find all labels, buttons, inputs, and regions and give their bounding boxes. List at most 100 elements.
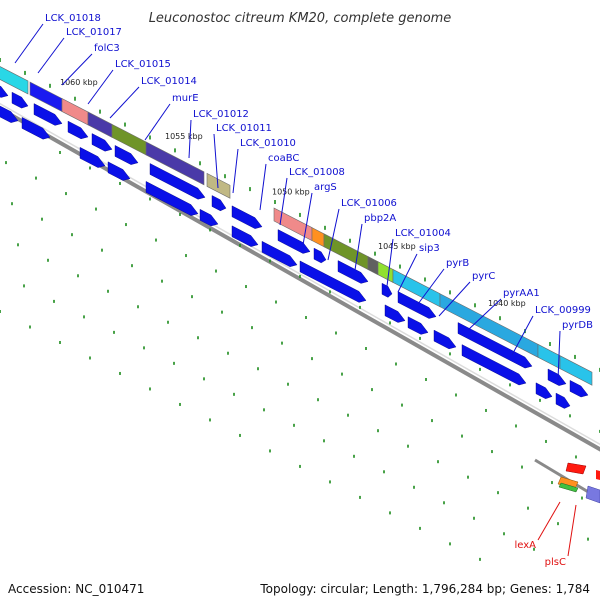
leader-line-7 [188, 119, 192, 159]
gene-label-pyrdb: pyrDB [562, 320, 593, 331]
leader-line-17 [417, 268, 445, 305]
gene-block-6 [145, 141, 205, 186]
gene-arrow-track1-8 [211, 195, 227, 212]
gene-arrow-track2-2 [21, 117, 51, 140]
position-label-2: 1055 kbp [165, 132, 203, 141]
gene-block-7 [206, 172, 231, 199]
leader-line-11 [279, 177, 288, 226]
gene-arrow-track1-11 [313, 247, 327, 264]
gene-label-lck_01010: LCK_01010 [240, 138, 296, 149]
gene-label-mure: murE [172, 93, 199, 104]
gene-arrow-track1-6 [114, 145, 139, 165]
leader-line-3 [61, 53, 93, 86]
gene-label-pyrb: pyrB [446, 258, 469, 269]
leader-line-21 [557, 330, 561, 381]
position-labels: 1060 kbp 1055 kbp 1050 kbp 1045 kbp 1040 kbp [60, 78, 526, 308]
leader-line-18 [438, 281, 471, 317]
position-label-1: 1060 kbp [60, 78, 98, 87]
gene-arrow-track1-2 [11, 91, 29, 109]
genome-summary-text: Topology: circular; Length: 1,796,284 bp… [260, 582, 590, 596]
gene-arrow-track2-8 [261, 240, 298, 267]
leader-line-15 [386, 238, 394, 287]
gene-arrow-track1-7 [149, 163, 206, 200]
leader-line-8 [213, 133, 219, 189]
gene-arrow-track2-6 [199, 208, 219, 227]
leader-line-20 [511, 315, 534, 356]
gene-arrow-track1-1 [0, 85, 9, 98]
gene-label-args: argS [314, 182, 337, 193]
gene-block-10 [323, 233, 369, 271]
leader-line-10 [259, 163, 267, 211]
gene-block-15 [537, 343, 561, 370]
gene-block-1 [0, 66, 29, 95]
gene-label-lexa: lexA [514, 540, 536, 551]
gene-block-16 [559, 355, 593, 386]
accession-text: Accession: NC_010471 [8, 582, 145, 596]
blue-gene-track-1 [0, 85, 589, 398]
gene-arrow-track2-13 [461, 344, 527, 386]
gene-block-3 [61, 98, 89, 126]
gene-arrow-track2-14 [535, 382, 553, 399]
gene-label-coabc: coaBC [268, 153, 299, 164]
gene-arrow-track1-14 [397, 291, 437, 319]
gene-arrow-track1-12 [337, 260, 369, 284]
gene-label-lck_01015: LCK_01015 [115, 59, 171, 70]
gene-arrow-track1-9 [231, 205, 263, 229]
leader-line-plsC [567, 504, 577, 557]
gene-label-lck_01011: LCK_01011 [216, 123, 272, 134]
gene-label-lck_00999: LCK_00999 [535, 305, 591, 316]
gene-green-fragment [558, 482, 579, 493]
leader-line-1 [14, 23, 44, 64]
gene-label-pyrc: pyrC [472, 271, 495, 282]
gene-red-edge [596, 470, 600, 480]
gene-label-lck_01018: LCK_01018 [45, 13, 101, 24]
leader-line-5 [109, 86, 140, 119]
leader-line-2 [37, 37, 65, 74]
gene-arrow-track2-1 [0, 105, 19, 123]
blue-gene-track-2 [0, 105, 571, 409]
tick-marks [0, 58, 600, 561]
position-label-3: 1050 kbp [272, 187, 310, 196]
colored-gene-track [0, 66, 600, 504]
gene-arrow-track2-3 [79, 146, 106, 168]
gene-arrow-track1-5 [91, 133, 113, 152]
leader-line-6 [144, 103, 171, 141]
gene-arrow-track1-4 [67, 120, 89, 140]
gene-label-lck_01008: LCK_01008 [289, 167, 345, 178]
gene-label-plsc: plsC [545, 557, 566, 568]
gene-label-sip3: sip3 [419, 243, 440, 254]
leader-line-19 [467, 298, 502, 331]
gene-label-folc3: folC3 [94, 43, 120, 54]
leader-line-14 [354, 223, 363, 271]
gene-label-lck_01017: LCK_01017 [66, 27, 122, 38]
gene-purple-edge [585, 485, 600, 504]
position-label-4: 1045 kbp [378, 242, 416, 251]
gene-lexA-block [565, 462, 587, 475]
gene-label-lck_01014: LCK_01014 [141, 76, 197, 87]
map-title: Leuconostoc citreum KM20, complete genom… [149, 11, 452, 26]
position-label-5: 1040 kbp [488, 299, 526, 308]
leader-line-13 [327, 208, 340, 261]
leader-line-16 [397, 253, 418, 293]
gene-arrow-track2-4 [107, 161, 131, 181]
gene-arrow-track2-15 [555, 392, 571, 409]
gene-arrow-track2-9 [299, 260, 367, 303]
gene-label-lck_01012: LCK_01012 [193, 109, 249, 120]
gene-arrow-track2-11 [407, 316, 429, 335]
leader-line-12 [302, 192, 313, 246]
gene-label-lck_01004: LCK_01004 [395, 228, 451, 239]
gene-arrow-track1-17 [569, 380, 589, 398]
gene-arrow-track1-16 [547, 368, 567, 386]
leader-line-lexA [537, 501, 561, 541]
gene-arrow-track2-10 [384, 304, 406, 323]
gene-arrow-track2-5 [145, 181, 199, 216]
gene-block-12 [377, 261, 394, 283]
gene-arrow-track1-10 [277, 229, 311, 254]
gene-label-pbp2a: pbp2A [364, 213, 396, 224]
leader-line-4 [87, 69, 114, 105]
gene-arrow-track2-12 [433, 329, 457, 350]
gene-label-lck_01006: LCK_01006 [341, 198, 397, 209]
